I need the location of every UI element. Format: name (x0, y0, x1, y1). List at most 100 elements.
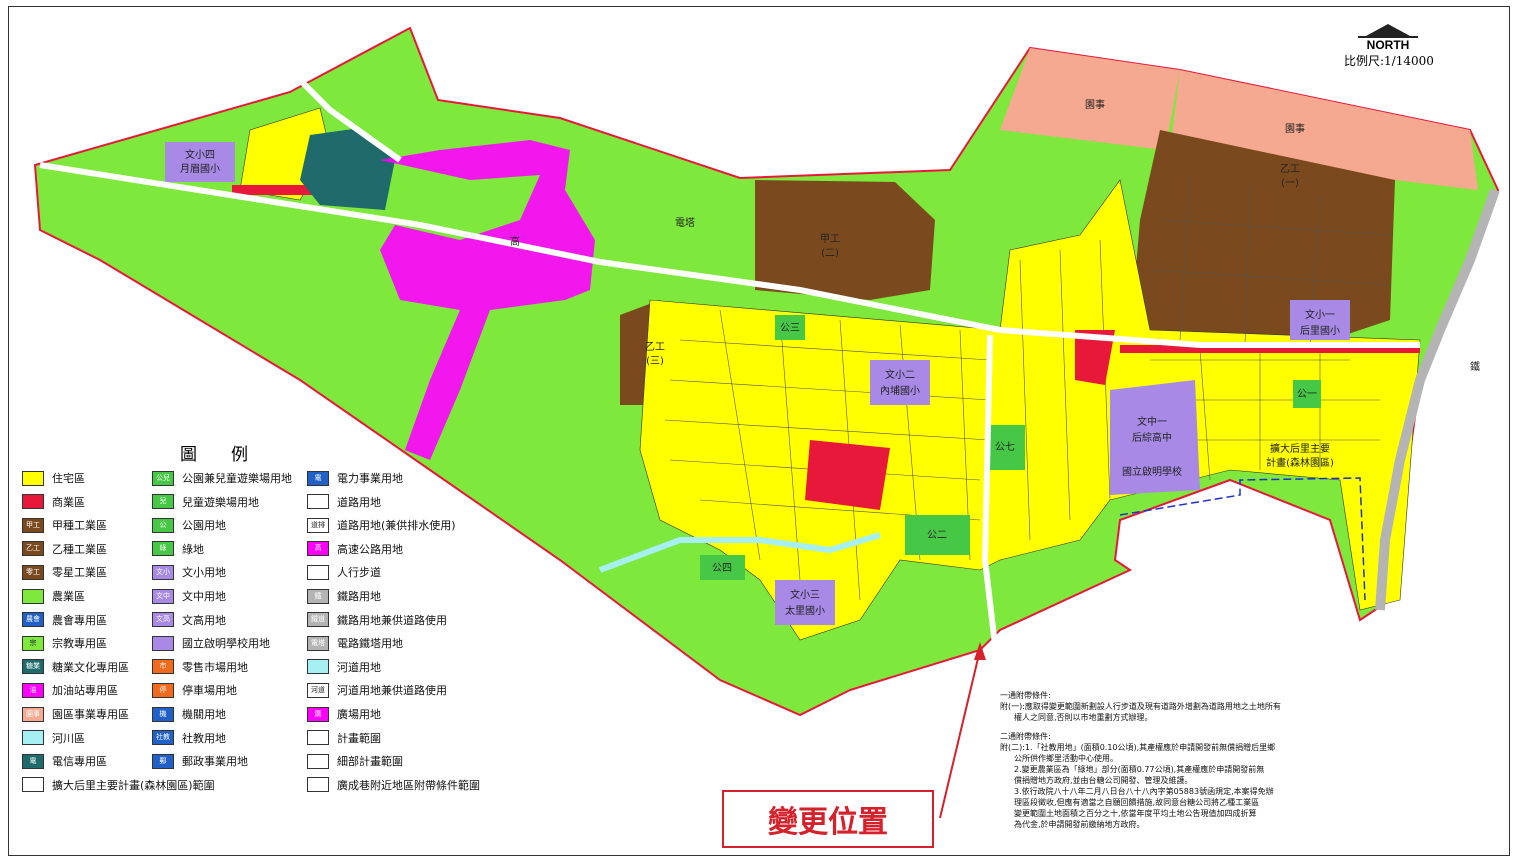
legend-item: 郵郵政事業用地 (152, 751, 248, 771)
legend-swatch: 電 (22, 753, 44, 769)
label-school1b: 月眉國小 (180, 163, 220, 175)
legend-swatch: 廣 (307, 706, 329, 722)
legend-item: 河道用地 (307, 657, 381, 677)
park-3 (775, 315, 805, 340)
legend-label: 文高用地 (182, 613, 226, 627)
legend-label: 鐵路用地 (337, 590, 381, 603)
legend-swatch (22, 730, 44, 746)
label-rail: 鐵 (1470, 360, 1480, 373)
label-school5b: 后綜高中 (1132, 431, 1172, 444)
legend-item: 乙工乙種工業區 (22, 539, 107, 559)
legend-swatch: 甲工 (22, 517, 44, 533)
legend-item: 住宅區 (22, 468, 85, 488)
legend-swatch: 糖業 (22, 659, 44, 675)
legend-swatch (22, 777, 44, 793)
legend-swatch (307, 777, 329, 793)
label-forest-note2: 計畫(森林園區) (1266, 456, 1334, 469)
legend-label: 加油站專用區 (52, 684, 118, 698)
label-school2b: 內埔國小 (880, 384, 920, 397)
legend-swatch: 鐵 (307, 588, 329, 604)
label-ind-jia-n: (二) (821, 248, 839, 259)
legend-item: 河道河道用地兼供道路使用 (307, 680, 447, 700)
legend-item: 計畫範圍 (307, 728, 381, 748)
industrial-b-zone (1130, 130, 1395, 350)
legend-label: 乙種工業區 (52, 542, 107, 556)
river (598, 532, 881, 573)
legend-label: 兒童遊樂場用地 (182, 495, 259, 509)
label-school6: 國立啟明學校 (1122, 465, 1182, 478)
legend-item: 電塔電路鐵塔用地 (307, 633, 403, 653)
note-2c: 2.變更農業區為「綠地」部分(面積0.77公頃),其產權應於申請開發前無 (1014, 765, 1265, 774)
legend-swatch (22, 494, 44, 510)
legend-item: 園事園區事業專用區 (22, 704, 129, 724)
legend-label: 電路鐵塔用地 (337, 637, 403, 651)
school-wenxiao3 (775, 580, 835, 625)
label-ind-jia: 甲工 (820, 234, 840, 245)
highway-land (380, 140, 595, 460)
legend-swatch: 機 (152, 706, 174, 722)
label-tower: 電塔 (675, 216, 695, 229)
legend-swatch: 鐵道 (307, 612, 329, 628)
note-2e: 3.依行政院八十八年二月八日台八十八內字第05883號函規定,本案得免辦 (1014, 787, 1274, 796)
legend-label: 電信專用區 (52, 755, 107, 769)
legend-swatch: 社教 (152, 730, 174, 746)
legend-item: 農業區 (22, 586, 85, 606)
label-park-1: 公一 (1297, 389, 1317, 400)
label-park-4: 公四 (712, 563, 732, 574)
legend-item: 公公園用地 (152, 515, 226, 535)
legend-swatch: 公 (152, 517, 174, 533)
legend-item: 文中文中用地 (152, 586, 226, 606)
legend-label: 細部計畫範圍 (337, 755, 403, 769)
north-label: NORTH (1358, 36, 1418, 52)
legend-label: 鐵路用地兼供道路使用 (337, 613, 447, 627)
legend-label: 文中用地 (182, 590, 226, 603)
legend-swatch: 園事 (22, 706, 44, 722)
legend-title: 圖例 (180, 445, 282, 465)
legend-label: 道路用地(兼供排水使用) (337, 519, 456, 533)
note-1b: 權人之同意,否則以市地重劃方式辦理。 (1014, 713, 1153, 722)
legend-label: 河川區 (52, 731, 85, 745)
legend-swatch: 道排 (307, 517, 329, 533)
legend-swatch: 油 (22, 682, 44, 698)
legend-label: 公園兼兒童遊樂場用地 (182, 472, 292, 485)
legend-item: 停停車場用地 (152, 680, 237, 700)
label-school1: 文小四 (185, 148, 215, 161)
north-arrow-icon (1366, 24, 1410, 36)
note-2f: 理區段徵收,但應有適當之自願回饋措施,故同意台糖公司將乙種工業區 (1014, 798, 1260, 807)
legend-swatch (22, 588, 44, 604)
north-indicator: NORTH (1358, 24, 1418, 52)
legend-label: 農業區 (52, 590, 85, 603)
commercial-zone-1 (805, 440, 890, 510)
legend-label: 宗教專用區 (52, 637, 107, 651)
change-arrow (939, 649, 981, 819)
label-ind-yi: 乙工 (1280, 163, 1300, 175)
legend-item: 社教社教用地 (152, 728, 226, 748)
change-location-label: 變更位置 (722, 790, 934, 848)
park-1 (1293, 380, 1321, 408)
legend-item: 市零售市場用地 (152, 657, 248, 677)
notes: 一通附帶條件: 附(一):應取得變更範圍新劃設人行步道及現有道路外增劃為道路用地… (1000, 690, 1380, 830)
legend-label: 園區事業專用區 (52, 708, 129, 721)
school-wenxiao2 (870, 360, 930, 405)
legend-item: 河川區 (22, 728, 85, 748)
legend-item: 商業區 (22, 492, 85, 512)
legend-swatch: 綠 (152, 541, 174, 557)
park-4 (700, 555, 745, 580)
legend-label: 高速公路用地 (337, 542, 403, 556)
legend-item: 甲工甲種工業區 (22, 515, 107, 535)
legend-swatch: 郵 (152, 753, 174, 769)
legend-label: 國立啟明學校用地 (182, 637, 270, 651)
legend-item: 細部計畫範圍 (307, 751, 403, 771)
legend-swatch: 電 (307, 470, 329, 486)
legend-label: 郵政事業用地 (182, 755, 248, 769)
legend-item: 零工零星工業區 (22, 562, 107, 582)
legend-label: 電力事業用地 (337, 472, 403, 485)
legend-item: 擴大后里主要計畫(森林園區)範圍 (22, 775, 215, 795)
legend-item: 兒兒童遊樂場用地 (152, 492, 259, 512)
legend-item: 鐵道鐵路用地兼供道路使用 (307, 610, 447, 630)
main-roads (39, 77, 1420, 646)
legend-label: 零售市場用地 (182, 660, 248, 674)
forest-boundary (1119, 477, 1366, 601)
label-park-2: 公二 (927, 530, 947, 541)
